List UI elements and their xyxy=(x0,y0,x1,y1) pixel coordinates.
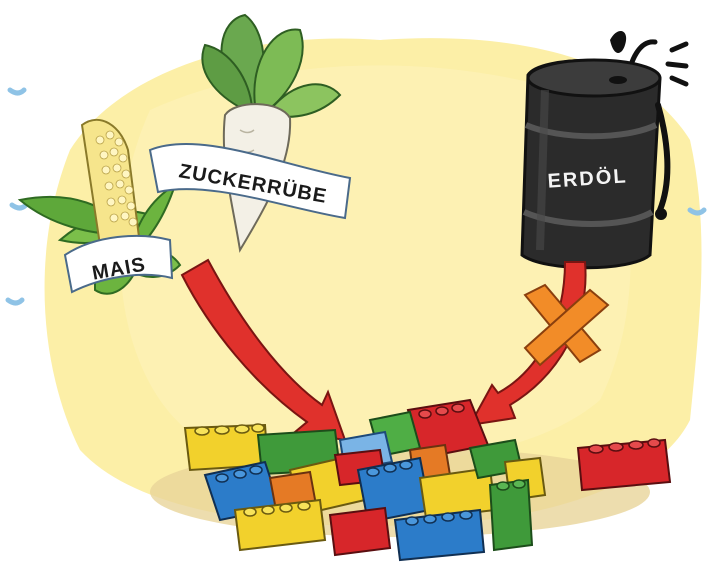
corn-label-banner: MAIS xyxy=(63,234,174,294)
toy-brick-icon xyxy=(393,508,486,562)
oil-barrel-label: ERDÖL xyxy=(547,164,628,193)
toy-brick-icon xyxy=(488,478,534,552)
toy-brick-icon xyxy=(328,506,392,557)
cross-icon xyxy=(523,283,610,367)
oil-barrel-icon: ERDÖL xyxy=(520,30,689,270)
toy-brick-icon xyxy=(233,498,327,552)
brick-pile xyxy=(183,398,672,562)
toy-brick-icon xyxy=(576,438,672,492)
